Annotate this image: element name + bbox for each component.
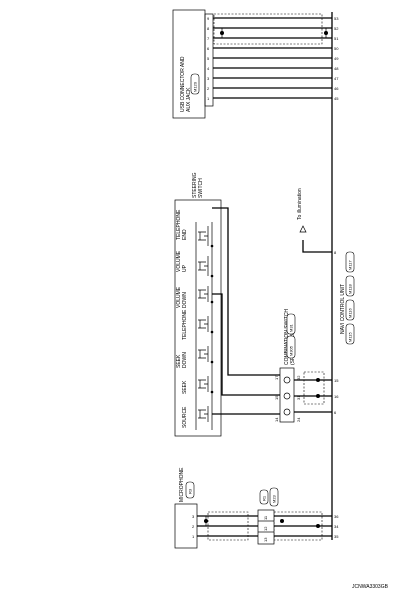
switch-volume-up-l1: VOLUME xyxy=(176,250,182,272)
switch-telephone-l2: TELEPHONE xyxy=(182,309,188,340)
usb-pin-block xyxy=(204,13,214,107)
microphone-label: MICROPHONE xyxy=(179,467,185,502)
usb-pin-6: 6 xyxy=(207,46,210,51)
usb-pin-2: 2 xyxy=(207,86,210,91)
mic-pin-2: 2 xyxy=(192,524,195,529)
usb-connector-tag xyxy=(190,73,200,95)
harness-pin-13: 13 xyxy=(263,537,268,542)
comb-pin-17: 17 xyxy=(274,375,279,380)
steering-label-line1: STEERING xyxy=(192,172,198,198)
navi-connector-2: M116 xyxy=(348,308,353,318)
navi-pin-49: 49 xyxy=(334,56,339,61)
navi-connector-3: M118 xyxy=(348,284,353,294)
combination-connector-2: M305 xyxy=(289,345,294,356)
navi-pin-34: 34 xyxy=(334,524,339,529)
navi-connector-1: M115 xyxy=(348,332,353,342)
mic-pin-1: 1 xyxy=(192,534,195,539)
microphone-connector: R3 xyxy=(188,488,193,494)
harness-connector-1: R1 xyxy=(262,495,267,501)
comb-pin-15: 15 xyxy=(274,395,279,400)
switch-seek-down-l2: DOWN xyxy=(182,352,188,368)
switch-telephone-end-l2: END xyxy=(182,229,188,240)
navi-pin-46: 46 xyxy=(334,86,339,91)
combination-switch-group: 17 15 14 32 31 24 COMBINATION SWITCH (SP… xyxy=(274,309,332,423)
illumination-arrow-icon xyxy=(299,225,307,233)
usb-pin-9: 9 xyxy=(207,16,210,21)
switch-source-l2: SOURCE xyxy=(182,406,188,428)
navi-pin-47: 47 xyxy=(334,76,339,81)
combination-switch-box xyxy=(279,367,295,423)
navi-pin-6: 6 xyxy=(334,410,337,415)
illumination-pin: 8 xyxy=(334,250,337,255)
switch-seek-down-l1: SEEK xyxy=(176,354,182,368)
navi-unit-label-group: NAVI CONTROL UNIT M115 M116 M118 M117 xyxy=(340,251,355,345)
harness-pin-11: 11 xyxy=(263,515,268,520)
comb-pin-14: 14 xyxy=(274,417,279,422)
harness-connector-box xyxy=(257,509,275,545)
navi-pin-48: 48 xyxy=(334,66,339,71)
harness-pin-12: 12 xyxy=(263,526,268,531)
switch-volume-up-l2: UP xyxy=(182,264,188,272)
comb-pin-31: 31 xyxy=(296,395,301,400)
navi-pin-51: 51 xyxy=(334,36,339,41)
combination-label-line1: COMBINATION SWITCH xyxy=(284,309,290,365)
usb-pin-7: 7 xyxy=(207,36,210,41)
mic-pin-3: 3 xyxy=(192,514,195,519)
usb-pin-1: 1 xyxy=(207,96,210,101)
comb-pin-24: 24 xyxy=(296,417,301,422)
comb-pin-32: 32 xyxy=(296,375,301,380)
usb-pin-8: 8 xyxy=(207,26,210,31)
navi-pin-45: 45 xyxy=(334,96,339,101)
usb-pin-5: 5 xyxy=(207,56,210,61)
switch-seek-l2: SEEK xyxy=(182,380,188,394)
usb-connector-group: USB CONNECTOR AND AUX JACK M120 9 8 7 6 … xyxy=(172,9,339,119)
navi-pin-50: 50 xyxy=(334,46,339,51)
microphone-group: MICROPHONE R3 3 2 1 11 12 13 R1 M23 36 3… xyxy=(174,467,339,549)
navi-unit-name: NAVI CONTROL UNIT xyxy=(340,284,346,334)
switch-volume-down-l1: VOLUME xyxy=(176,286,182,308)
illumination-group: To illumination 8 xyxy=(297,188,337,255)
switch-telephone-end-l1: TELEPHONE xyxy=(176,209,182,240)
usb-label-line1: USB CONNECTOR AND xyxy=(180,56,186,112)
switch-volume-down-l2: DOWN xyxy=(182,292,188,308)
navi-connector-4: M117 xyxy=(348,260,353,270)
steering-label-line2: SWITCH xyxy=(198,178,204,198)
navi-pin-35: 35 xyxy=(334,534,339,539)
navi-pin-16: 16 xyxy=(334,394,339,399)
navi-pin-15: 15 xyxy=(334,378,339,383)
usb-shield xyxy=(213,13,323,45)
switch-contacts xyxy=(195,222,214,430)
harness-connector-2: M23 xyxy=(272,494,277,503)
diagram-id: JCNWA3303GB xyxy=(352,584,389,590)
usb-label-line2: AUX JACK xyxy=(186,87,192,112)
illumination-label: To illumination xyxy=(297,188,303,220)
steering-switch-box xyxy=(174,199,222,437)
usb-connector-code: M120 xyxy=(193,81,198,92)
usb-pin-3: 3 xyxy=(207,76,210,81)
navi-pin-53: 53 xyxy=(334,16,339,21)
navi-pin-36: 36 xyxy=(334,514,339,519)
navi-pin-52: 52 xyxy=(334,26,339,31)
steering-switch-group: STEERING SWITCH TELEPHONE END VOLUME UP … xyxy=(174,172,280,437)
usb-pin-4: 4 xyxy=(207,66,210,71)
combination-connector-1: M31 xyxy=(289,323,294,332)
